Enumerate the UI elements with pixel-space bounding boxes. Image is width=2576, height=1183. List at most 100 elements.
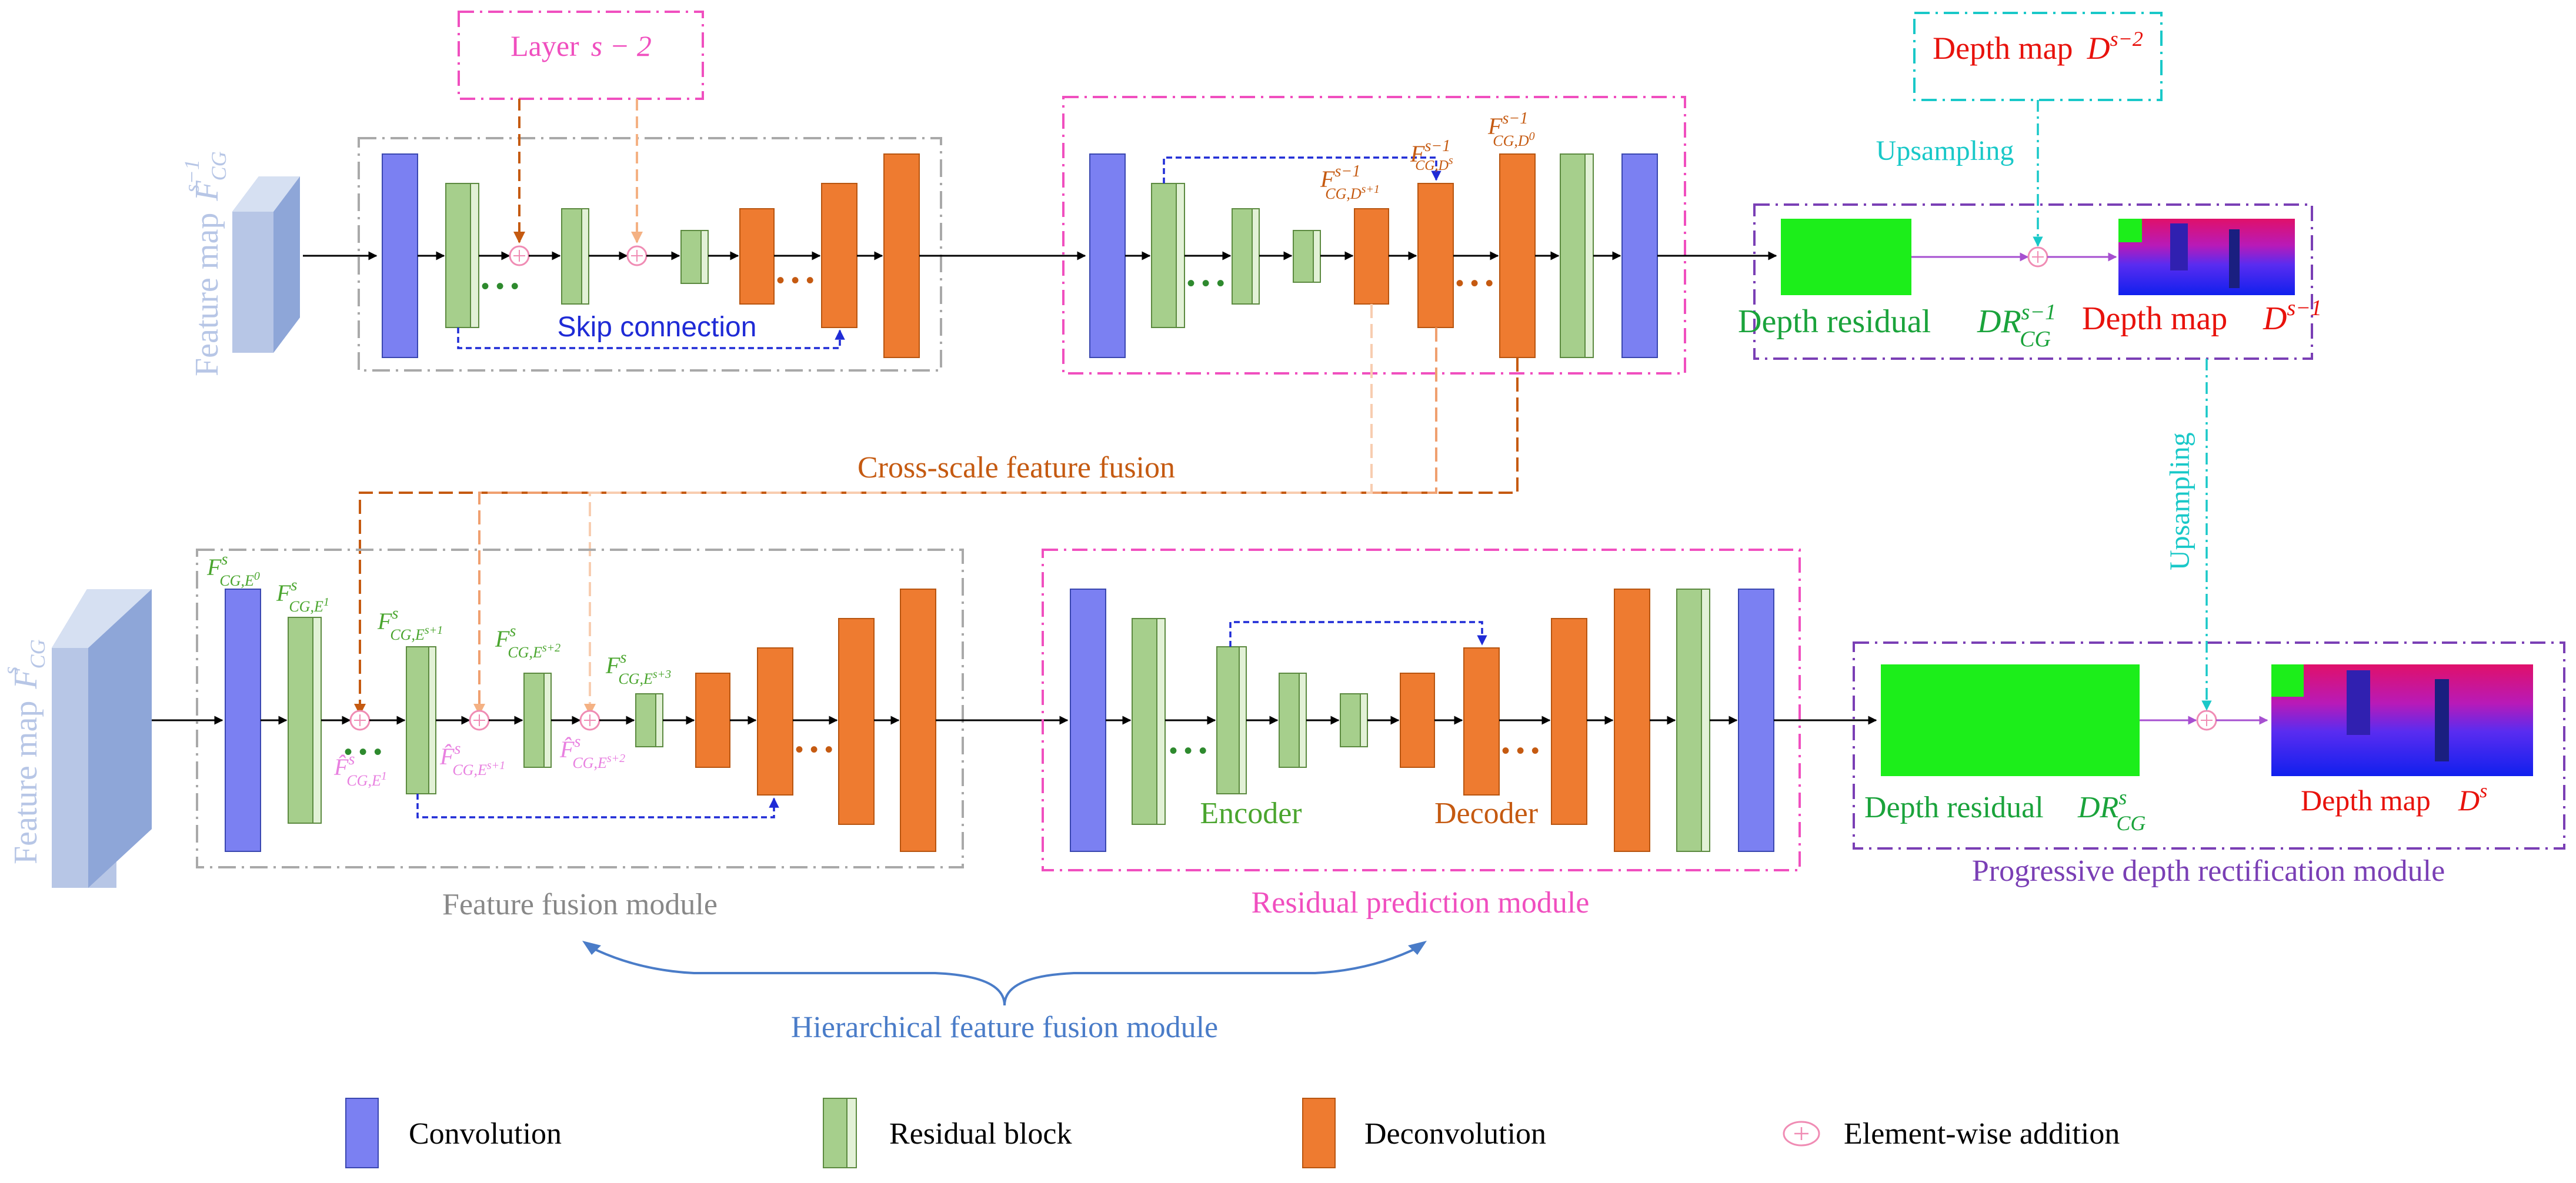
- feature-map-label-bottom: Feature mapFCGs: [0, 639, 49, 864]
- residual-block: [1560, 153, 1594, 358]
- residual-block: [1279, 673, 1307, 768]
- residual-block: [561, 208, 589, 305]
- encoder-label: Encoder: [1200, 797, 1302, 830]
- residual-prediction-box-top: [1062, 96, 1686, 375]
- element-wise-addition: [579, 710, 600, 731]
- feature-map-label-top: Feature mapFCGs−1: [180, 151, 231, 376]
- deconv-block: [1551, 618, 1587, 825]
- legend-residual-label: Residual block: [889, 1117, 1072, 1151]
- feature-fusion-box-top: [358, 137, 942, 372]
- residual-block: [680, 230, 709, 284]
- conv-block: [1070, 589, 1106, 852]
- skip-connection-line-top-decoder: [1163, 156, 1442, 183]
- conv-block: [1621, 153, 1658, 358]
- deconv-block: [821, 183, 857, 328]
- cross-scale-line-light: [584, 304, 1373, 716]
- skip-connection-line-top: [457, 328, 845, 349]
- residual-block: [1676, 589, 1710, 852]
- deconv-block: [900, 589, 936, 852]
- deconv-block: [739, 208, 775, 305]
- progressive-module-label: Progressive depth rectification module: [1972, 854, 2445, 888]
- element-wise-addition: [626, 245, 648, 266]
- element-wise-addition: [2196, 710, 2217, 731]
- residual-prediction-module-label: Residual prediction module: [1252, 886, 1590, 920]
- depth-map-image-bottom: [2271, 664, 2533, 776]
- legend-addition-icon: [1783, 1121, 1820, 1147]
- dm-label-bottom: Ds: [2458, 780, 2487, 817]
- residual-block: [288, 617, 322, 824]
- depth-map-prev-box: [1913, 12, 2163, 101]
- residual-block: [1340, 693, 1368, 747]
- feature-fusion-module-label: Feature fusion module: [442, 888, 718, 921]
- ellipsis: • • •: [795, 737, 833, 763]
- upsampling-label-bottom: Upsampling: [2164, 432, 2195, 570]
- ellipsis: • • •: [1187, 270, 1224, 296]
- upsampling-label-top: Upsampling: [1876, 135, 2014, 166]
- skip-connection-line-bottom-decoder: [1229, 621, 1487, 647]
- deconv-block: [883, 153, 920, 358]
- deconv-block: [1354, 208, 1389, 305]
- depth-residual-image-top: [1781, 219, 1911, 295]
- cross-scale-label: Cross-scale feature fusion: [857, 451, 1175, 484]
- depth-residual-image-bottom: [1881, 664, 2140, 776]
- ellipsis: • • •: [344, 739, 382, 765]
- decoder-label: Decoder: [1434, 797, 1538, 830]
- depth-map-label-top: Depth map: [2082, 300, 2227, 337]
- depth-residual-label-top: Depth residual: [1738, 303, 1931, 340]
- legend-addition-label: Element-wise addition: [1844, 1117, 2120, 1151]
- dm-label-top: Ds−1: [2263, 296, 2322, 337]
- rectification-box-bottom: [1853, 641, 2565, 850]
- rectification-box-top: [1753, 203, 2313, 360]
- legend-deconvolution-label: Deconvolution: [1364, 1117, 1546, 1151]
- deconv-block: [1463, 647, 1500, 796]
- feature-map-block-bottom: [52, 589, 152, 888]
- deconv-block: [1400, 673, 1435, 768]
- residual-block: [1293, 230, 1321, 283]
- residual-block: [523, 673, 552, 768]
- conv-block: [382, 153, 418, 358]
- ellipsis: • • •: [1456, 270, 1493, 296]
- depth-residual-label-bottom: Depth residual: [1864, 791, 2044, 824]
- skip-connection-label: Skip connection: [558, 312, 757, 343]
- legend-convolution-label: Convolution: [409, 1117, 562, 1151]
- residual-block: [445, 183, 479, 328]
- hierarchical-arrow-left: [582, 941, 601, 955]
- deconv-block: [1417, 183, 1454, 328]
- residual-prediction-box-bottom: [1042, 549, 1801, 871]
- ellipsis: • • •: [481, 273, 519, 299]
- legend-convolution-swatch: [345, 1098, 379, 1168]
- feature-fusion-box-bottom: [196, 549, 964, 868]
- deconv-block: [695, 673, 730, 768]
- element-wise-addition: [349, 710, 371, 731]
- residual-block: [406, 646, 436, 794]
- conv-block: [1738, 589, 1774, 852]
- deconv-block: [1614, 589, 1650, 852]
- skip-connection-line-bottom: [416, 794, 779, 818]
- residual-block: [635, 693, 663, 747]
- element-wise-addition: [469, 710, 490, 731]
- ellipsis: • • •: [776, 268, 814, 293]
- ellipsis: • • •: [1169, 738, 1207, 764]
- deconv-block: [1499, 153, 1536, 358]
- legend-deconvolution-swatch: [1302, 1098, 1336, 1168]
- depth-map-image-top: [2118, 219, 2295, 295]
- hierarchical-module-label: Hierarchical feature fusion module: [791, 1011, 1218, 1044]
- deconv-block: [757, 647, 793, 796]
- hierarchical-arrow-right: [1408, 941, 1427, 955]
